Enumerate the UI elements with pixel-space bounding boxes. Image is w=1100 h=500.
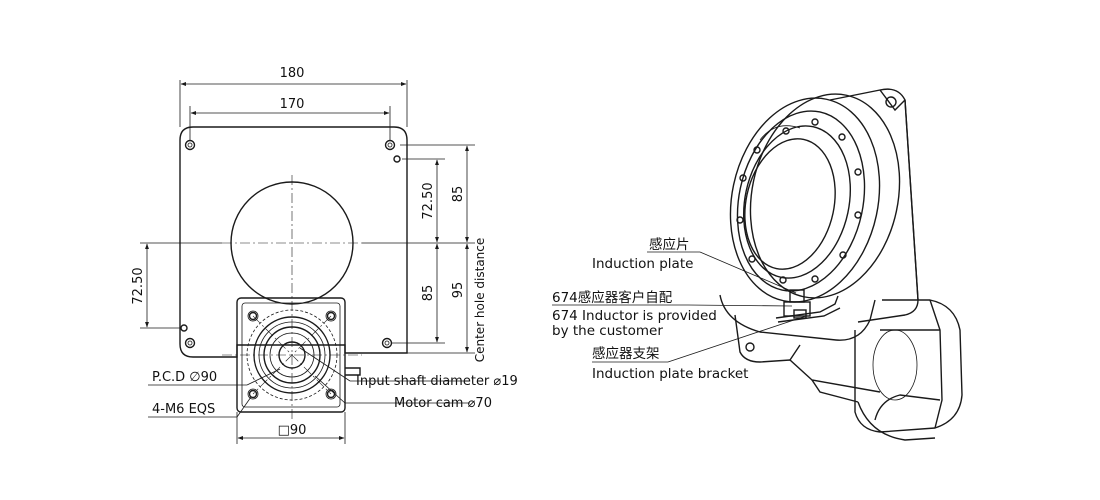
dim-85-lower: 85 [421, 285, 436, 302]
dim-72-50-left: 72.50 [131, 267, 146, 304]
iso-labels: 感应片 Induction plate 674感应器客户自配 674 Induc… [552, 236, 748, 382]
isometric-view [552, 88, 963, 441]
dim-72-50-right: 72.50 [421, 182, 436, 219]
callout-input-shaft: Input shaft diameter ⌀19 [356, 374, 518, 389]
label-inductor-cn: 674感应器客户自配 [552, 289, 673, 306]
iso-lower-housing [719, 294, 876, 341]
dim-180: 180 [280, 66, 305, 81]
label-inductor-en-2: by the customer [552, 323, 663, 339]
callout-pcd: P.C.D ∅90 [152, 370, 217, 385]
iso-plate-hole-top [885, 96, 897, 108]
centerlines [222, 175, 362, 420]
dim-95: 95 [451, 282, 466, 299]
front-view [179, 126, 408, 420]
iso-flange-hole [745, 342, 755, 352]
callout-tapped-holes: 4-M6 EQS [152, 402, 215, 417]
label-inductor-en-1: 674 Inductor is provided [552, 308, 717, 324]
callout-motor-cam: Motor cam ⌀70 [394, 396, 492, 411]
iso-back-plate [829, 88, 919, 323]
dimension-lines [140, 80, 475, 444]
label-plate-en: Induction plate [592, 256, 693, 272]
iso-motor-adapter [854, 299, 963, 433]
iso-motor-bore [872, 329, 918, 401]
iso-ring-outer [729, 97, 881, 303]
iso-inductor-body [783, 301, 811, 317]
dim-170: 170 [280, 97, 305, 112]
label-plate-cn: 感应片 [649, 236, 690, 253]
dim-square-90: □90 [278, 423, 307, 438]
iso-ring-holes [736, 118, 862, 284]
iso-ring-bore [744, 138, 836, 270]
leader-bracket [667, 315, 807, 363]
leader-plate [699, 251, 797, 294]
leader-inductor [687, 304, 793, 307]
label-bracket-en: Induction plate bracket [592, 366, 748, 382]
plate-holes [180, 139, 401, 349]
mounting-plate-outline [179, 126, 408, 358]
dim-center-hole-distance: Center hole distance [473, 238, 487, 363]
label-bracket-cn: 感应器支架 [592, 345, 660, 362]
key-tab [345, 367, 361, 376]
dim-85-upper: 85 [451, 186, 466, 203]
dimension-texts: 180 170 72.50 85 85 95 Center hole dista… [131, 66, 518, 438]
iso-ring-bolt-circle [736, 110, 866, 292]
